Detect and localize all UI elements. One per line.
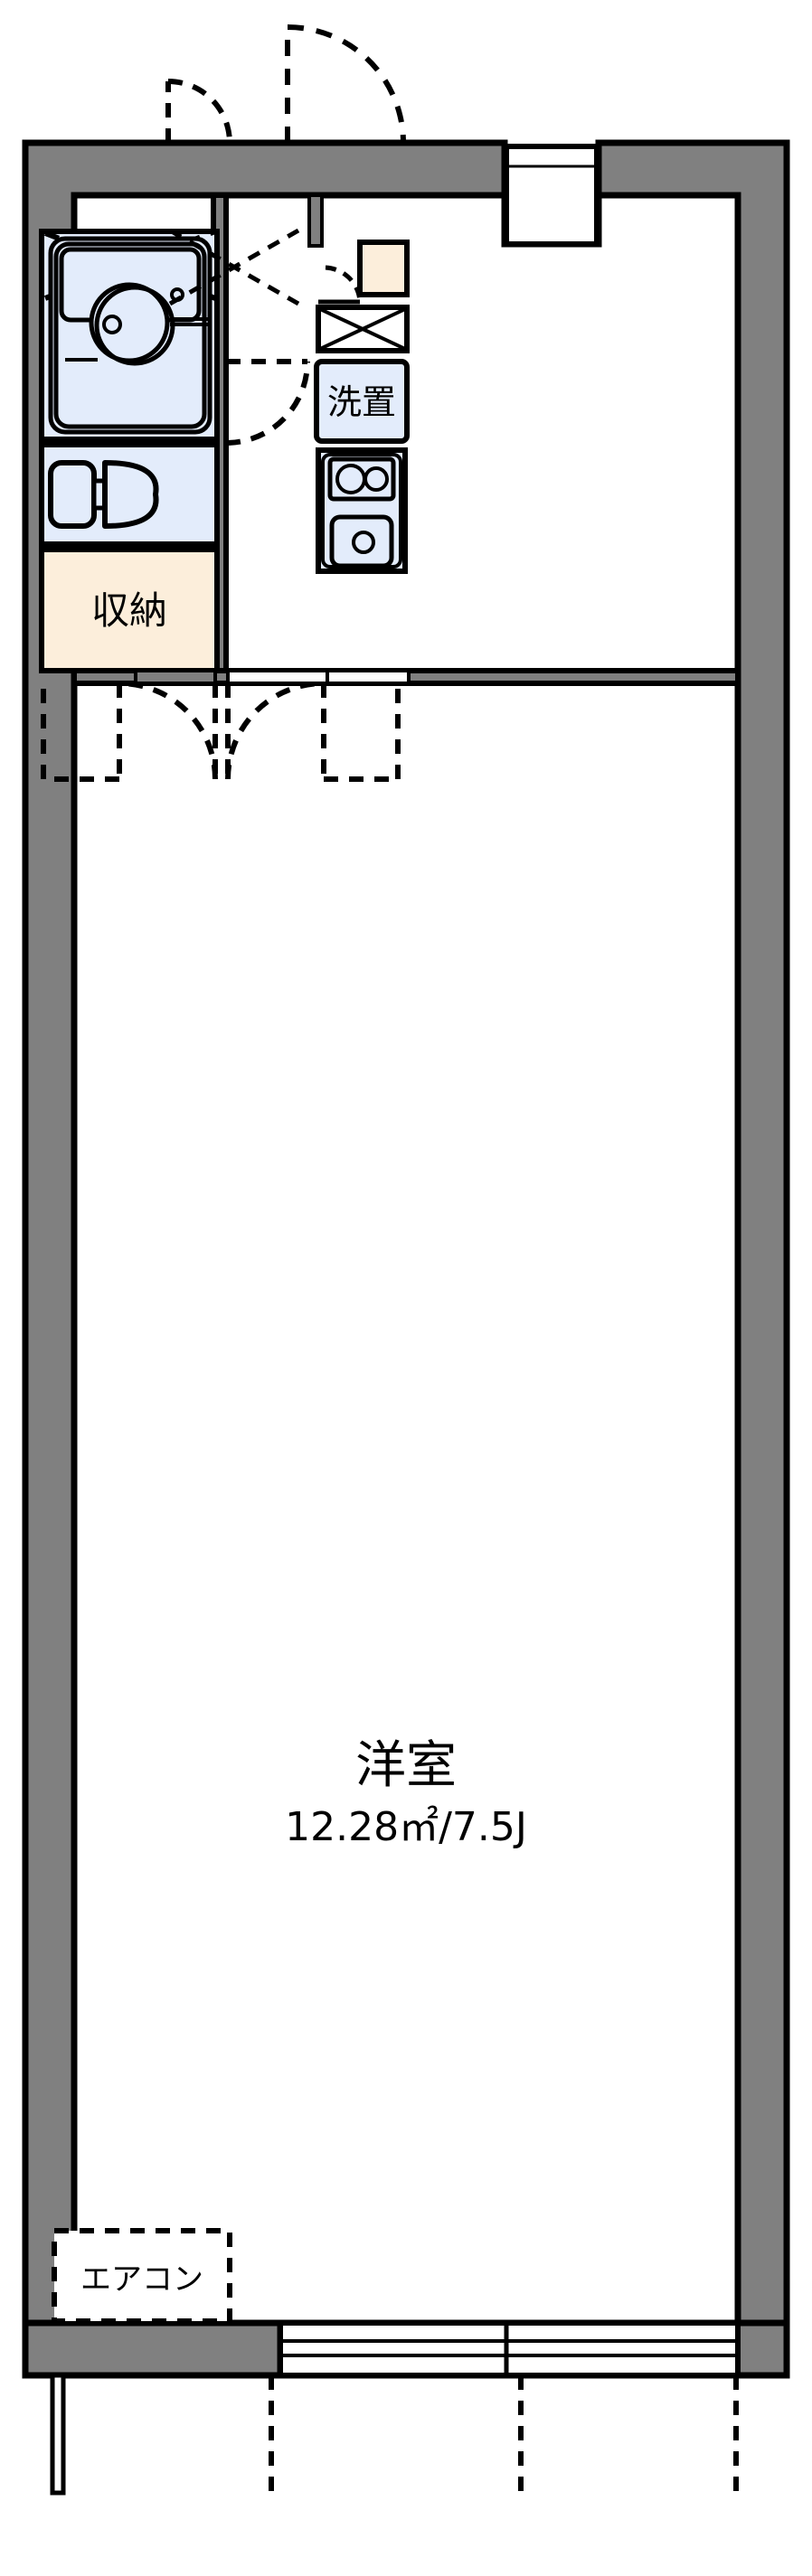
closet-folding-door bbox=[41, 681, 218, 782]
entrance-door bbox=[285, 24, 406, 144]
bath-door bbox=[223, 359, 310, 446]
entry-inner-door bbox=[165, 79, 232, 144]
shoe-cabinet bbox=[357, 240, 410, 297]
room-door bbox=[225, 681, 401, 782]
kitchen-sink bbox=[329, 514, 394, 569]
toilet bbox=[48, 460, 159, 529]
laundry-label: 洗置 bbox=[327, 382, 396, 422]
aircon-box bbox=[52, 2228, 232, 2324]
balcony-window bbox=[278, 2320, 741, 2378]
aircon-label: エアコン bbox=[80, 2261, 203, 2298]
entry-hall-hatch bbox=[168, 228, 300, 306]
door-openings bbox=[134, 669, 411, 685]
kitchen-stove bbox=[327, 456, 396, 502]
washbasin bbox=[65, 282, 210, 366]
main-room-area-label: 12.28㎡/7.5J bbox=[285, 1804, 527, 1850]
laundry-space bbox=[314, 359, 410, 444]
closet-label: 収納 bbox=[91, 588, 167, 633]
closet bbox=[39, 547, 220, 673]
entrance-recess bbox=[504, 144, 600, 247]
overhead-cabinet bbox=[316, 265, 410, 353]
balcony-rails bbox=[50, 2373, 739, 2496]
main-room-label: 洋室 bbox=[355, 1736, 457, 1795]
